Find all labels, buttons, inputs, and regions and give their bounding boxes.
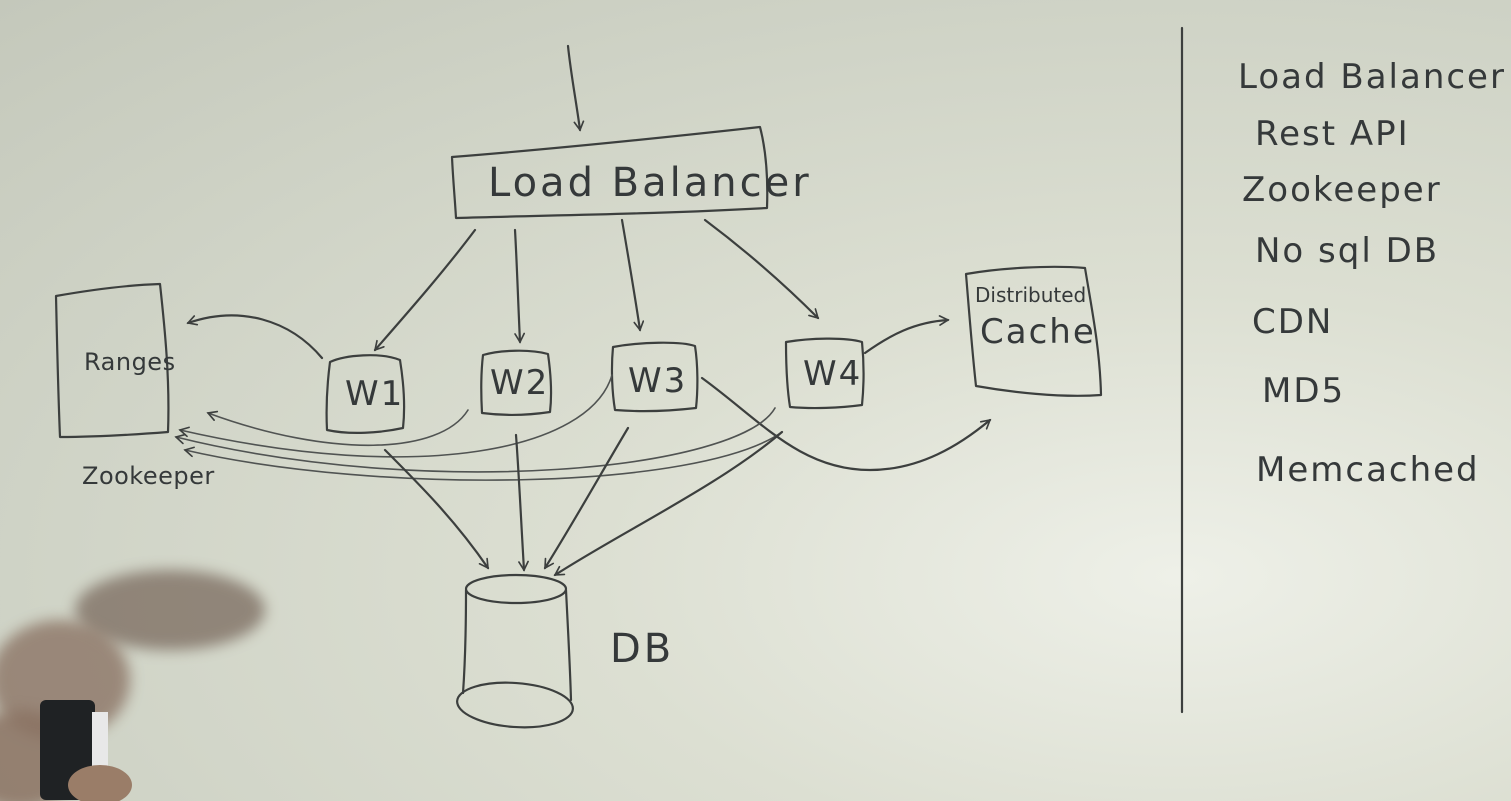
worker-w4-node: W4 — [784, 337, 865, 410]
load-balancer-node: Load Balancer — [450, 125, 812, 220]
divider-line — [1180, 26, 1184, 714]
component-list-item: Load Balancer — [1238, 57, 1506, 97]
component-list-item: Rest API — [1255, 114, 1410, 154]
db-label: DB — [610, 626, 674, 672]
arrow-w3-cache — [700, 376, 992, 472]
arrow-lb-w3 — [620, 218, 645, 332]
distributed-label: Distributed — [975, 283, 1086, 307]
request-arrow — [566, 44, 585, 132]
worker-w2-node: W2 — [480, 349, 553, 416]
db-node: DB — [456, 573, 674, 729]
arrow-w4-ranges — [174, 407, 776, 473]
arrow-w1-ranges — [186, 314, 324, 360]
component-list-item: Zookeeper — [1242, 170, 1442, 210]
arrow-w4-ranges-2 — [183, 431, 783, 481]
component-list-item: Memcached — [1256, 450, 1480, 490]
component-list: Load Balancer Rest API Zookeeper No sql … — [1238, 57, 1506, 490]
arrow-lb-w4 — [703, 218, 820, 320]
component-list-item: No sql DB — [1255, 231, 1439, 271]
ranges-node: Ranges Zookeeper — [54, 282, 215, 490]
worker-w2-label: W2 — [490, 363, 549, 403]
component-list-item: MD5 — [1262, 371, 1345, 411]
arrow-w3-ranges — [178, 374, 613, 458]
component-list-item: CDN — [1252, 302, 1333, 342]
worker-w1-label: W1 — [345, 374, 404, 414]
arrow-w1-db — [383, 448, 490, 570]
arrow-w4-cache — [863, 315, 950, 355]
ranges-label: Ranges — [84, 348, 176, 376]
worker-w3-label: W3 — [628, 361, 687, 401]
arrow-lb-w2 — [513, 228, 526, 344]
zookeeper-caption: Zookeeper — [82, 462, 215, 490]
load-balancer-label: Load Balancer — [488, 160, 812, 206]
arrow-w2-ranges — [206, 409, 469, 447]
presenter-hand — [0, 570, 265, 801]
arrow-lb-w1 — [373, 228, 477, 352]
arrow-w3-db — [543, 426, 630, 570]
distributed-cache-node: Distributed Cache — [964, 265, 1103, 397]
worker-w4-label: W4 — [803, 354, 862, 394]
cache-label: Cache — [980, 312, 1096, 352]
arrow-w2-db — [514, 433, 529, 572]
worker-w3-node: W3 — [610, 341, 699, 413]
arrow-w4-db — [553, 430, 784, 577]
worker-w1-node: W1 — [325, 354, 406, 434]
